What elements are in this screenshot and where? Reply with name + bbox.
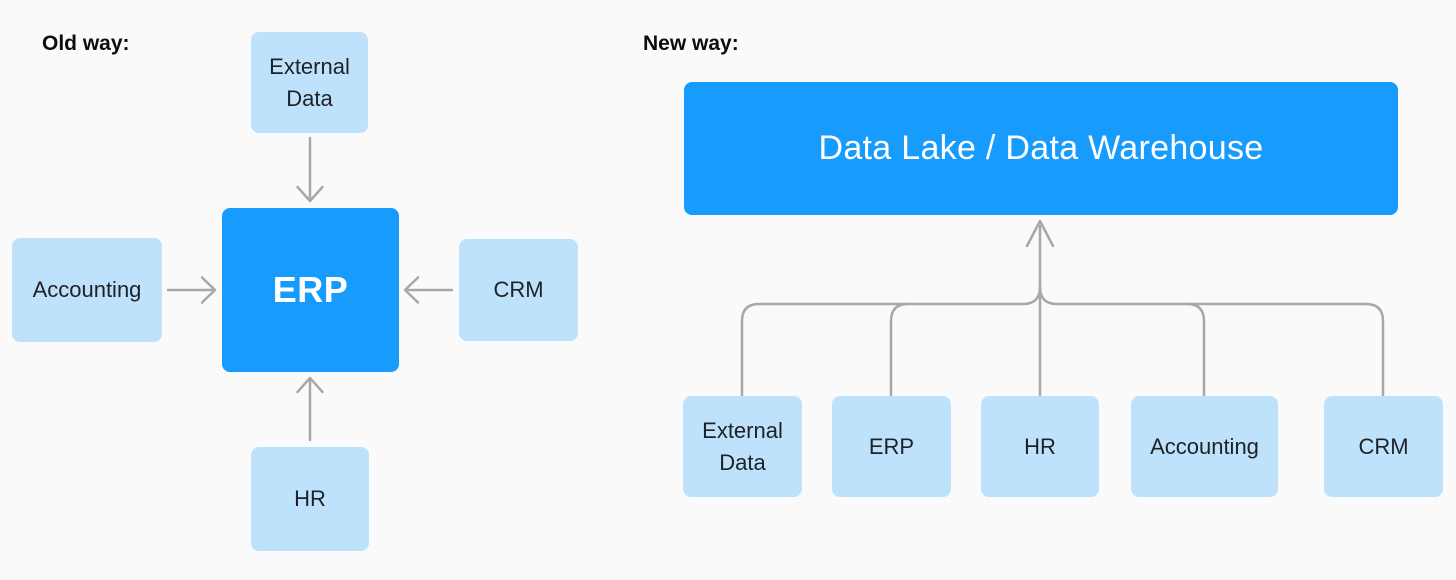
node-label: CRM <box>1358 433 1409 459</box>
node-label: Data Lake / Data Warehouse <box>818 129 1264 167</box>
arrow-external-to-erp <box>296 136 324 203</box>
node-label: External Data <box>702 417 783 475</box>
node-label: CRM <box>493 277 544 303</box>
node-label: HR <box>1024 433 1056 459</box>
node-label: Accounting <box>1150 433 1259 459</box>
node-new-erp: ERP <box>832 396 951 497</box>
arrow-hr-to-erp <box>296 376 324 442</box>
connector-crm-branch <box>1364 302 1385 399</box>
node-label: ERP <box>868 433 915 459</box>
arrow-crm-to-erp <box>403 276 454 304</box>
connector-rail-right <box>1038 285 1368 306</box>
node-new-accounting: Accounting <box>1131 396 1278 497</box>
node-old-external-data: External Data <box>251 32 368 133</box>
old-way-label: Old way: <box>42 32 130 55</box>
node-old-crm: CRM <box>459 239 578 341</box>
node-label: HR <box>294 486 326 512</box>
connector-erp-branch <box>889 302 910 399</box>
node-label: External Data <box>269 53 350 111</box>
connector-rail-left <box>757 285 1042 306</box>
arrow-accounting-to-erp <box>166 276 217 304</box>
node-old-hr: HR <box>251 447 369 551</box>
node-data-lake-warehouse: Data Lake / Data Warehouse <box>684 82 1398 215</box>
node-old-erp: ERP <box>222 208 399 372</box>
node-label: ERP <box>272 269 349 310</box>
node-new-crm: CRM <box>1324 396 1443 497</box>
node-old-accounting: Accounting <box>12 238 162 342</box>
connector-external-data-branch <box>740 302 761 399</box>
node-label: Accounting <box>32 277 142 303</box>
node-new-external-data: External Data <box>683 396 802 497</box>
arrow-trunk-to-datalake <box>1025 219 1055 290</box>
node-new-hr: HR <box>981 396 1099 497</box>
connector-accounting-branch <box>1185 302 1206 399</box>
new-way-label: New way: <box>643 32 739 55</box>
